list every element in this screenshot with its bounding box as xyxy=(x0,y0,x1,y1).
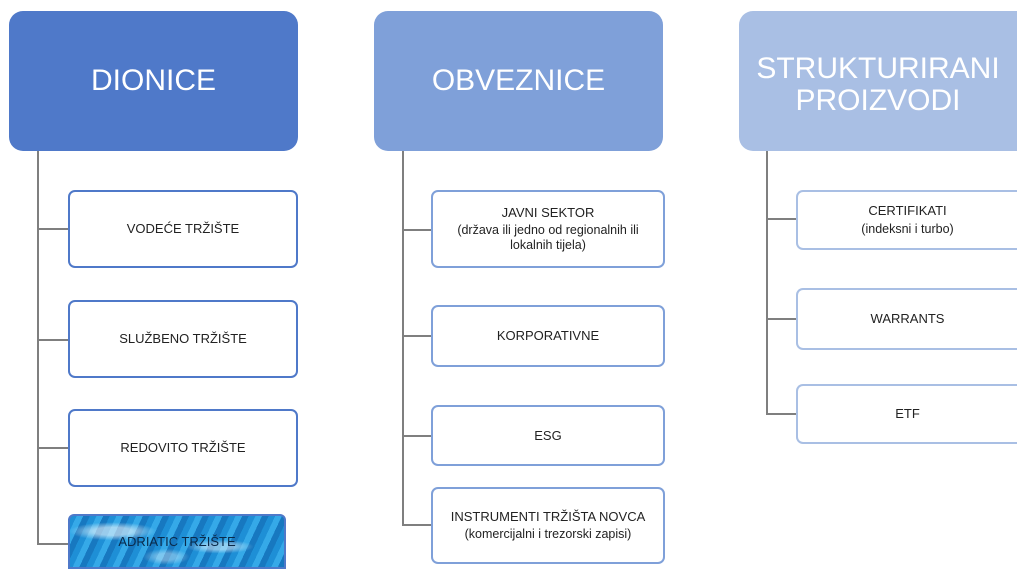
node-redovito-trziste-title: REDOVITO TRŽIŠTE xyxy=(120,440,246,456)
connector-strukturirani-2 xyxy=(766,318,796,320)
node-etf-title: ETF xyxy=(895,406,920,422)
node-instrumenti-trzista-novca-title: INSTRUMENTI TRŽIŠTA NOVCA xyxy=(450,508,646,524)
node-warrants: WARRANTS xyxy=(796,288,1017,350)
node-vodece-trziste-title: VODEĆE TRŽIŠTE xyxy=(126,221,240,237)
node-javni-sektor: JAVNI SEKTOR (država ili jedno od region… xyxy=(431,190,665,268)
connector-strukturirani-3 xyxy=(766,413,796,415)
node-certifikati: CERTIFIKATI (indeksni i turbo) xyxy=(796,190,1017,250)
header-strukturirani-proizvodi-label: STRUKTURIRANI PROIZVODI xyxy=(756,52,1000,118)
node-esg: ESG xyxy=(431,405,665,466)
connector-dionice-trunk xyxy=(37,151,39,545)
node-vodece-trziste: VODEĆE TRŽIŠTE xyxy=(68,190,298,268)
node-javni-sektor-title: JAVNI SEKTOR xyxy=(501,204,595,220)
connector-dionice-2 xyxy=(37,339,68,341)
connector-dionice-4 xyxy=(37,543,68,545)
node-warrants-title: WARRANTS xyxy=(870,311,945,327)
node-certifikati-title: CERTIFIKATI xyxy=(868,203,947,219)
header-strukturirani-proizvodi: STRUKTURIRANI PROIZVODI xyxy=(739,11,1017,151)
node-sluzbeno-trziste: SLUŽBENO TRŽIŠTE xyxy=(68,300,298,378)
node-korporativne-title: KORPORATIVNE xyxy=(496,328,600,344)
node-certifikati-subtitle: (indeksni i turbo) xyxy=(861,221,954,236)
node-sluzbeno-trziste-title: SLUŽBENO TRŽIŠTE xyxy=(119,331,247,347)
node-instrumenti-trzista-novca-subtitle: (komercijalni i trezorski zapisi) xyxy=(464,527,632,542)
header-obveznice-label: OBVEZNICE xyxy=(431,63,606,97)
node-esg-title: ESG xyxy=(534,427,562,443)
header-obveznice: OBVEZNICE xyxy=(374,11,663,151)
node-etf: ETF xyxy=(796,384,1017,444)
node-javni-sektor-subtitle: (država ili jedno od regionalnih ili lok… xyxy=(457,223,639,253)
node-adriatic-trziste-title: ADRIATIC TRŽIŠTE xyxy=(118,533,236,549)
node-adriatic-trziste: ADRIATIC TRŽIŠTE xyxy=(68,514,286,569)
connector-strukturirani-1 xyxy=(766,218,796,220)
header-dionice-label: DIONICE xyxy=(90,63,216,97)
header-dionice: DIONICE xyxy=(9,11,298,151)
node-instrumenti-trzista-novca: INSTRUMENTI TRŽIŠTA NOVCA (komercijalni … xyxy=(431,487,665,564)
connector-dionice-1 xyxy=(37,228,68,230)
connector-obveznice-trunk xyxy=(402,151,404,526)
connector-strukturirani-trunk xyxy=(766,151,768,415)
connector-obveznice-2 xyxy=(402,335,431,337)
node-redovito-trziste: REDOVITO TRŽIŠTE xyxy=(68,409,298,487)
node-korporativne: KORPORATIVNE xyxy=(431,305,665,367)
connector-obveznice-3 xyxy=(402,435,431,437)
connector-obveznice-4 xyxy=(402,524,431,526)
connector-obveznice-1 xyxy=(402,229,431,231)
connector-dionice-3 xyxy=(37,447,68,449)
